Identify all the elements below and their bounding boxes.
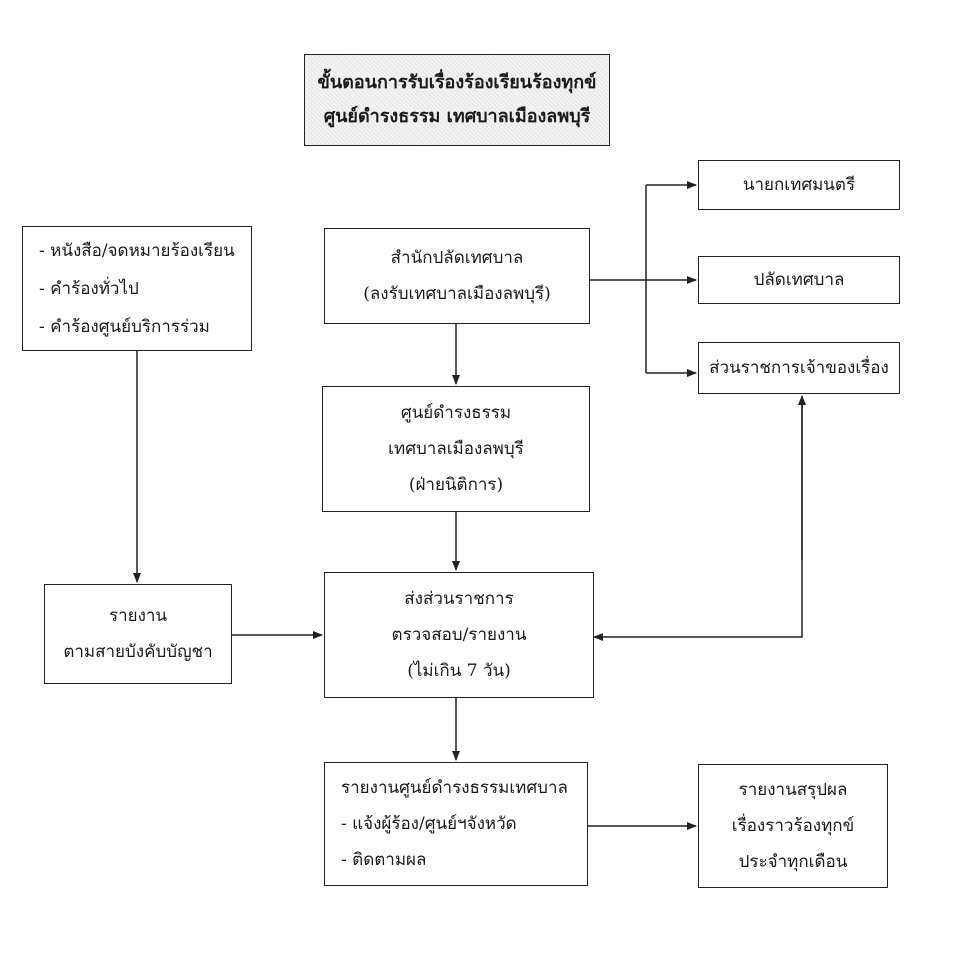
source-letter: - หนังสือ/จดหมายร้องเรียน [39,240,235,261]
box-monthly-summary: รายงานสรุปผล เรื่องราวร้องทุกข์ ประจำทุก… [698,764,888,888]
forward-deadline: (ไม่เกิน 7 วัน) [407,661,511,681]
center-municipality: เทศบาลเมืองลพบุรี [388,439,524,459]
summary-title: รายงานสรุปผล [738,780,848,800]
title-line-2: ศูนย์ดำรงธรรม เทศบาลเมืองลพบุรี [323,106,591,127]
diagram-title: ขั้นตอนการรับเรื่องร้องเรียนร้องทุกข์ ศู… [304,54,610,146]
source-general-request: - คำร้องทั่วไป [39,278,139,299]
mayor-label: นายกเทศมนตรี [742,175,856,195]
title-line-1: ขั้นตอนการรับเรื่องร้องเรียนร้องทุกข์ [317,72,597,93]
source-service-center: - คำร้องศูนย์บริการร่วม [39,316,210,337]
box-municipal-office: สำนักปลัดเทศบาล (ลงรับเทศบาลเมืองลพบุรี) [324,228,590,324]
line-department-to-forward [593,400,803,641]
box-complaint-sources: - หนังสือ/จดหมายร้องเรียน - คำร้องทั่วไป… [22,226,252,351]
box-chain-of-command-report: รายงาน ตามสายบังคับบัญชา [44,584,232,684]
clerk-label: ปลัดเทศบาล [753,270,845,290]
box-center-report: รายงานศูนย์ดำรงธรรมเทศบาล - แจ้งผู้ร้อง/… [324,762,588,886]
center-report-follow-up: - ติดตามผล [341,850,427,870]
chain-report-detail: ตามสายบังคับบัญชา [63,642,213,662]
center-division: (ฝ่ายนิติการ) [408,475,504,495]
box-municipal-clerk: ปลัดเทศบาล [698,256,900,304]
department-label: ส่วนราชการเจ้าของเรื่อง [709,358,889,378]
center-report-title: รายงานศูนย์ดำรงธรรมเทศบาล [341,778,568,798]
center-name: ศูนย์ดำรงธรรม [400,403,512,423]
center-report-notify: - แจ้งผู้ร้อง/ศูนย์ฯจังหวัด [341,814,517,834]
forward-action: ตรวจสอบ/รายงาน [391,625,527,645]
box-damrongtham-center: ศูนย์ดำรงธรรม เทศบาลเมืองลพบุรี (ฝ่ายนิต… [322,386,590,512]
office-name: สำนักปลัดเทศบาล [390,248,524,268]
summary-frequency: ประจำทุกเดือน [738,852,848,872]
chain-report-title: รายงาน [108,606,168,626]
summary-subject: เรื่องราวร้องทุกข์ [731,816,855,836]
office-note: (ลงรับเทศบาลเมืองลพบุรี) [363,284,551,304]
forward-title: ส่งส่วนราชการ [404,589,514,609]
box-mayor: นายกเทศมนตรี [698,160,900,210]
box-responsible-department: ส่วนราชการเจ้าของเรื่อง [698,342,900,394]
box-forward-to-department: ส่งส่วนราชการ ตรวจสอบ/รายงาน (ไม่เกิน 7 … [324,572,594,698]
